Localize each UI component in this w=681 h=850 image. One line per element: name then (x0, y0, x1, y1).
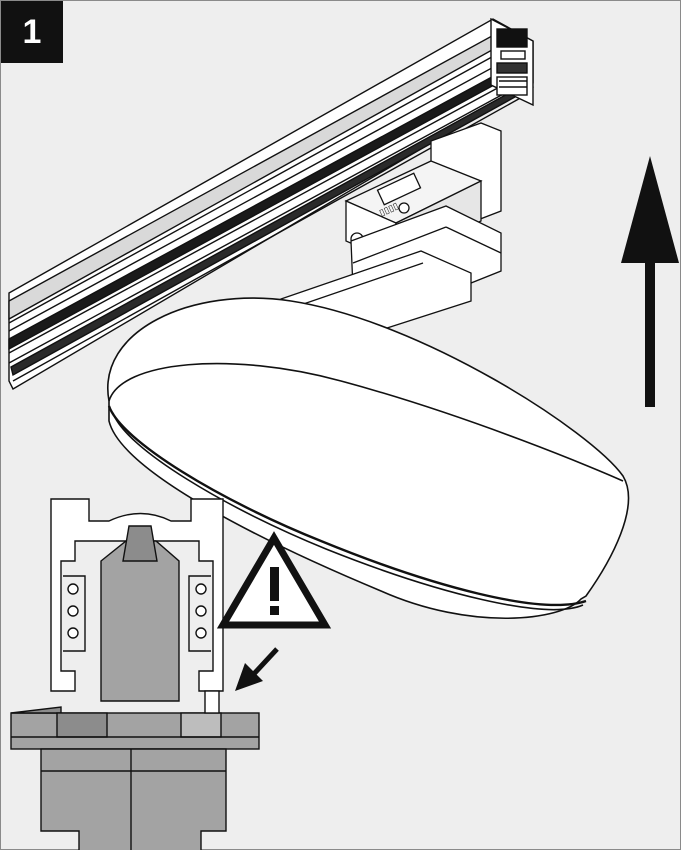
step-number-badge: 1 (1, 1, 63, 63)
up-arrow-icon (621, 156, 679, 407)
pointer-arrow-icon (235, 647, 279, 691)
track-rail-icon (8, 17, 534, 390)
round-luminaire-icon (107, 297, 630, 619)
warning-triangle-icon (216, 531, 332, 629)
rail-cross-section-icon (10, 498, 260, 850)
